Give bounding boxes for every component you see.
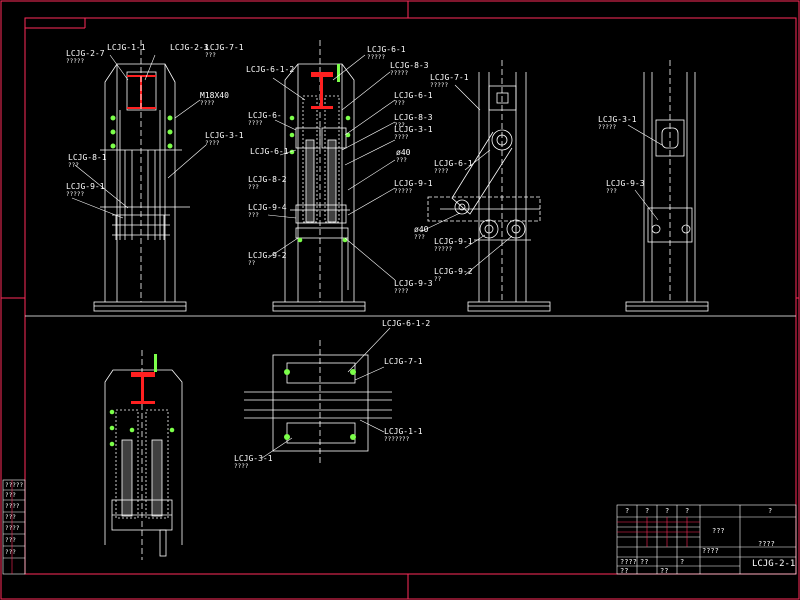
- label-v1-lcjg-9-1: LCJG-9-1: [66, 182, 105, 191]
- label-v2-lcjg-9-4: LCJG-9-4: [248, 203, 287, 212]
- label-v1-lcjg-8-1: LCJG-8-1: [68, 153, 107, 162]
- title-block-mark-4: ?: [685, 507, 690, 515]
- label-v3-lcjg-6-1-q: ????: [434, 168, 449, 175]
- label-v2-lcjg-6-1-2: LCJG-6-1-2: [246, 65, 295, 74]
- label-v1-m18x40-q: ????: [200, 100, 215, 107]
- title-block-mark-1: ?: [625, 507, 630, 515]
- label-v1-lcjg-9-1-q: ?????: [66, 191, 85, 198]
- right-side-view: [625, 60, 709, 312]
- label-v4-lcjg-9-3: LCJG-9-3: [606, 179, 645, 188]
- title-block-mark-3: ?: [665, 507, 670, 515]
- label-v2-d40-q: ???: [396, 157, 407, 164]
- label-v2-lcjg-8-2: LCJG-8-2: [248, 175, 287, 184]
- label-v4-lcjg-3-1-q: ?????: [598, 124, 617, 131]
- label-v3-lcjg-9-1-q: ?????: [434, 246, 453, 253]
- label-v6-lcjg-3-1-q: ????: [234, 463, 249, 470]
- front-view: [93, 40, 190, 312]
- title-block-company: ????: [758, 540, 775, 548]
- label-v3-lcjg-6-1: LCJG-6-1: [434, 159, 473, 168]
- label-v2-lcjg-9-3-q: ????: [394, 288, 409, 295]
- title-block-small: ????: [702, 547, 719, 555]
- label-v6-lcjg-3-1: LCJG-3-1: [234, 454, 273, 463]
- label-v6-lcjg-7-1: LCJG-7-1: [384, 357, 423, 366]
- label-v3-lcjg-9-2-q: ??: [434, 276, 442, 283]
- label-v2-lcjg-8-3-mid-q: ???: [394, 122, 405, 129]
- label-v3-lcjg-9-1: LCJG-9-1: [434, 237, 473, 246]
- label-v1-lcjg-3-1: LCJG-3-1: [205, 131, 244, 140]
- left-strip-7: ???: [5, 549, 16, 556]
- side-view-linkage: [427, 60, 551, 312]
- leader-lines: [71, 54, 663, 459]
- label-v4-lcjg-9-3-q: ???: [606, 188, 617, 195]
- title-block-left-1: ????: [620, 558, 637, 566]
- title-block-left-5: ?: [680, 558, 685, 566]
- label-v6-lcjg-1-1: LCJG-1-1: [384, 427, 423, 436]
- label-v6-lcjg-6-1-2: LCJG-6-1-2: [382, 319, 431, 328]
- label-v2-lcjg-6-1-mid-q: ???: [394, 100, 405, 107]
- left-strip-2: ???: [5, 492, 16, 499]
- label-v1-lcjg-2-7-q: ?????: [66, 58, 85, 65]
- section-view: [272, 40, 366, 312]
- label-v6-lcjg-1-1-q: ???????: [384, 436, 410, 443]
- section-view-bolts: [289, 115, 351, 243]
- label-v2-lcjg-8-2-q: ???: [248, 184, 259, 191]
- title-block-mark-5: ?: [768, 507, 773, 515]
- label-v1-lcjg-3-1-q: ????: [205, 140, 220, 147]
- left-strip-grid: [2, 479, 26, 575]
- plan-view: [244, 340, 392, 465]
- section-view-accents: [311, 64, 340, 109]
- title-block-left-4: ??: [660, 567, 669, 575]
- left-strip-3: ????: [5, 503, 20, 510]
- label-v2-lcjg-3-1: LCJG-3-1: [394, 125, 433, 134]
- label-v2-lcjg-6-1-top: LCJG-6-1: [367, 45, 406, 54]
- lower-section-bolts: [109, 409, 175, 447]
- label-v1-m18x40: M18X40: [200, 91, 229, 100]
- label-v2-lcjg-6-left: LCJG-6-: [248, 111, 282, 120]
- title-block-left-2: ??: [640, 558, 649, 566]
- label-v2-d40: ø40: [396, 148, 411, 157]
- label-v1-lcjg-7-1: LCJG-7-1: [205, 43, 244, 52]
- label-v3-d40: ø40: [414, 225, 429, 234]
- left-strip-1: ?????: [5, 482, 24, 489]
- label-v2-lcjg-9-2: LCJG-9-2: [248, 251, 287, 260]
- inner-frame: [24, 17, 797, 575]
- left-strip-4: ???: [5, 514, 16, 521]
- label-v2-lcjg-9-2-q: ??: [248, 260, 256, 267]
- title-block-name: ???: [712, 527, 725, 535]
- label-v2-lcjg-8-3-mid: LCJG-8-3: [394, 113, 433, 122]
- lower-section-view: [104, 350, 183, 560]
- plan-view-bolts: [284, 369, 356, 440]
- label-v3-lcjg-7-1-q: ?????: [430, 82, 449, 89]
- label-v2-lcjg-6-1-left: LCJG-6-1: [250, 147, 289, 156]
- left-strip-5: ????: [5, 525, 20, 532]
- label-v2-lcjg-6-1-top-q: ?????: [367, 54, 386, 61]
- label-v2-lcjg-9-1-q: ?????: [394, 188, 413, 195]
- label-v2-lcjg-9-3: LCJG-9-3: [394, 279, 433, 288]
- label-v2-lcjg-3-1-q: ????: [394, 134, 409, 141]
- label-v1-lcjg-1-1: LCJG-1-1: [107, 43, 146, 52]
- title-block-red: [617, 517, 700, 547]
- label-v3-lcjg-7-1: LCJG-7-1: [430, 73, 469, 82]
- label-v1-lcjg-8-1-q: ???: [68, 162, 79, 169]
- drawing-number: LCJG-2-1: [752, 559, 796, 569]
- label-v2-lcjg-9-1: LCJG-9-1: [394, 179, 433, 188]
- label-v1-lcjg-2-3: LCJG-2-3: [170, 43, 209, 52]
- front-view-bolts: [110, 115, 173, 149]
- label-v1-lcjg-7-1-q: ???: [205, 52, 216, 59]
- label-v2-lcjg-6-left-q: ????: [248, 120, 263, 127]
- label-v1-lcjg-2-7: LCJG-2-7: [66, 49, 105, 58]
- label-v2-lcjg-8-3-top-q: ?????: [390, 70, 409, 77]
- label-v3-lcjg-9-2: LCJG-9-2: [434, 267, 473, 276]
- label-v4-lcjg-3-1: LCJG-3-1: [598, 115, 637, 124]
- label-v2-lcjg-9-4-q: ???: [248, 212, 259, 219]
- title-block-mark-2: ?: [645, 507, 650, 515]
- label-v2-lcjg-6-1-mid: LCJG-6-1: [394, 91, 433, 100]
- left-strip-6: ???: [5, 537, 16, 544]
- lower-section-accents: [131, 354, 157, 404]
- label-v3-d40-q: ???: [414, 234, 425, 241]
- title-block-left-3: ??: [620, 567, 629, 575]
- label-v2-lcjg-8-3-top: LCJG-8-3: [390, 61, 429, 70]
